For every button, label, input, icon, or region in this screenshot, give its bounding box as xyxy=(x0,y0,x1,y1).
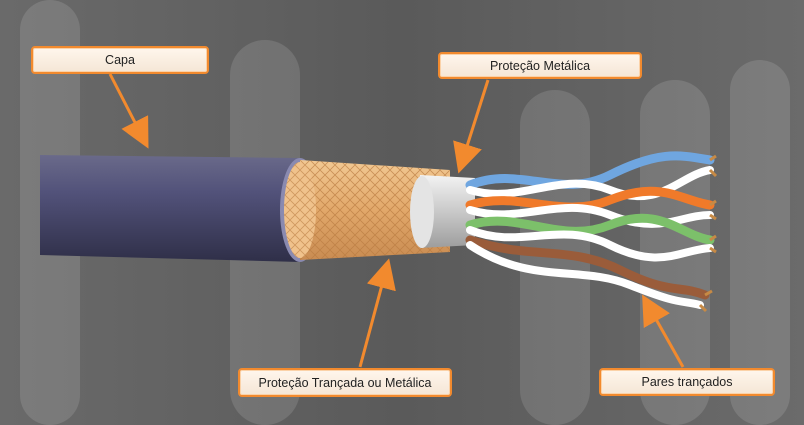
metal-shield xyxy=(420,175,475,248)
callout-protecao-metalica-label: Proteção Metálica xyxy=(489,58,591,73)
callout-capa: Capa xyxy=(31,46,209,74)
arrows xyxy=(108,73,685,368)
callout-pares-trancados: Pares trançados xyxy=(599,368,775,396)
arrow-metalica xyxy=(453,79,490,174)
callout-pares-trancados-label: Pares trançados xyxy=(641,375,733,389)
callout-protecao-trancada: Proteção Trançada ou Metálica xyxy=(238,368,452,397)
jacket xyxy=(40,155,300,262)
callout-protecao-metalica: Proteção Metálica xyxy=(438,52,642,79)
callout-capa-label: Capa xyxy=(105,53,135,67)
arrow-capa xyxy=(108,73,149,149)
arrow-trancada xyxy=(358,258,396,368)
arrow-pares xyxy=(642,294,685,368)
callout-protecao-trancada-label: Proteção Trançada ou Metálica xyxy=(258,375,432,390)
